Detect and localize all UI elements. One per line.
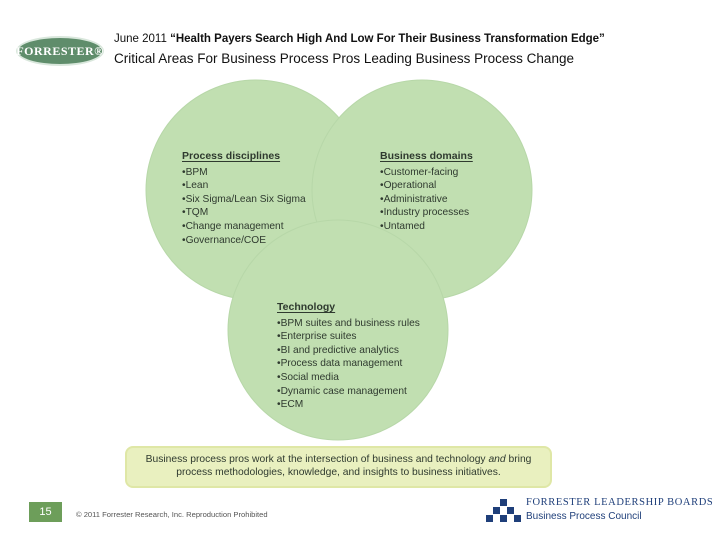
process-disciplines-title: Process disciplines — [182, 150, 281, 162]
callout-text: Business process pros work at the inters… — [146, 454, 532, 480]
list-item: Untamed — [380, 220, 473, 234]
list-item: Customer-facing — [380, 166, 473, 180]
process-disciplines-list: BPM Lean Six Sigma/Lean Six Sigma TQM Ch… — [182, 166, 306, 248]
list-item: BPM — [182, 166, 306, 180]
process-disciplines-panel: Process disciplines BPM Lean Six Sigma/L… — [182, 150, 306, 247]
council-grid-icon — [486, 499, 522, 523]
business-domains-title: Business domains — [380, 150, 473, 162]
forrester-logo: FORRESTER® — [16, 36, 104, 66]
list-item: BPM suites and business rules — [277, 317, 420, 331]
technology-list: BPM suites and business rules Enterprise… — [277, 317, 420, 412]
technology-title: Technology — [277, 301, 336, 313]
page-number: 15 — [29, 502, 62, 522]
callout-line-1: Business process pros work at the inters… — [146, 454, 532, 467]
report-citation: June 2011 “Health Payers Search High And… — [114, 33, 605, 45]
list-item: Change management — [182, 220, 306, 234]
report-date: June 2011 — [114, 33, 171, 45]
slide-title: Critical Areas For Business Process Pros… — [114, 51, 574, 66]
technology-panel: Technology BPM suites and business rules… — [277, 301, 420, 412]
list-item: Lean — [182, 179, 306, 193]
list-item: Governance/COE — [182, 234, 306, 248]
list-item: Social media — [277, 371, 420, 385]
list-item: Administrative — [380, 193, 473, 207]
list-item: Six Sigma/Lean Six Sigma — [182, 193, 306, 207]
callout-line-1-start: Business process pros work at the inters… — [145, 454, 489, 466]
leadership-boards-logo: FORRESTER LEADERSHIP BOARDS Business Pro… — [486, 497, 713, 525]
callout-emphasis: and — [488, 454, 506, 466]
intersection-callout: Business process pros work at the inters… — [125, 446, 552, 488]
list-item: Enterprise suites — [277, 330, 420, 344]
council-name: FORRESTER LEADERSHIP BOARDS — [526, 497, 714, 508]
report-title: “Health Payers Search High And Low For T… — [170, 33, 605, 45]
list-item: Dynamic case management — [277, 385, 420, 399]
copyright-notice: © 2011 Forrester Research, Inc. Reproduc… — [76, 510, 268, 519]
business-domains-panel: Business domains Customer-facing Operati… — [380, 150, 473, 234]
list-item: BI and predictive analytics — [277, 344, 420, 358]
list-item: Process data management — [277, 357, 420, 371]
callout-line-2: process methodologies, knowledge, and in… — [176, 467, 501, 478]
list-item: Industry processes — [380, 206, 473, 220]
council-subtitle: Business Process Council — [526, 511, 642, 522]
list-item: ECM — [277, 398, 420, 412]
list-item: Operational — [380, 179, 473, 193]
business-domains-list: Customer-facing Operational Administrati… — [380, 166, 473, 234]
list-item: TQM — [182, 206, 306, 220]
callout-line-1-end: bring — [505, 454, 532, 466]
